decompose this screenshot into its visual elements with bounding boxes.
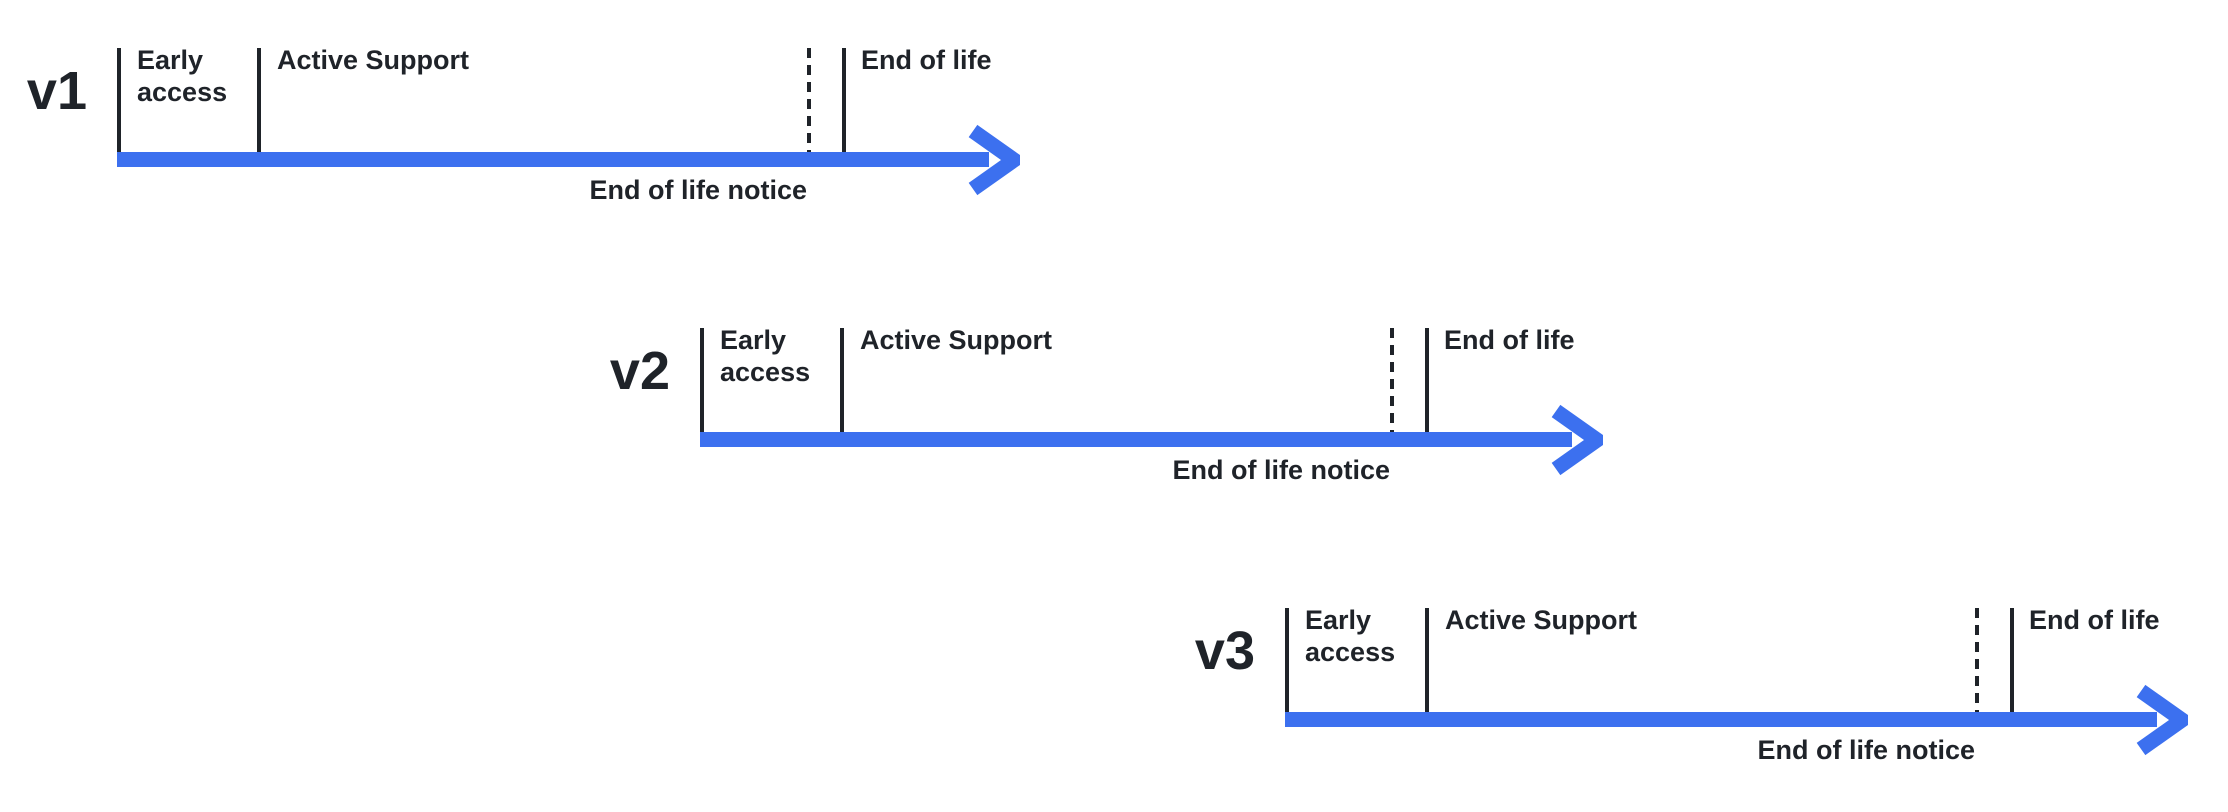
version-label: v2	[609, 341, 670, 401]
end-of-life-notice-label: End of life notice	[1757, 735, 1975, 765]
timeline-arrow-bar	[117, 152, 989, 167]
end-of-life-notice-dashed-tick	[1390, 328, 1394, 432]
end-of-life-tick	[842, 48, 846, 152]
early-access-start-tick	[117, 48, 121, 152]
early-access-start-tick	[1285, 608, 1289, 712]
active-support-label: Active Support	[860, 325, 1053, 355]
early-access-start-tick	[700, 328, 704, 432]
end-of-life-label: End of life	[861, 45, 992, 75]
active-support-label: Active Support	[277, 45, 470, 75]
timeline-arrow-bar	[1285, 712, 2157, 727]
active-support-start-tick	[257, 48, 261, 152]
arrowhead-icon	[968, 124, 1020, 196]
end-of-life-label: End of life	[2029, 605, 2160, 635]
end-of-life-tick	[1425, 328, 1429, 432]
end-of-life-notice-dashed-tick	[807, 48, 811, 152]
timeline-arrow-bar	[700, 432, 1572, 447]
active-support-start-tick	[1425, 608, 1429, 712]
end-of-life-label: End of life	[1444, 325, 1575, 355]
end-of-life-notice-dashed-tick	[1975, 608, 1979, 712]
early-access-label: Early access	[1305, 605, 1396, 667]
early-access-label: Early access	[137, 45, 228, 107]
end-of-life-tick	[2010, 608, 2014, 712]
active-support-start-tick	[840, 328, 844, 432]
arrowhead-icon	[1551, 404, 1603, 476]
arrowhead-icon	[2136, 684, 2188, 756]
end-of-life-notice-label: End of life notice	[589, 175, 807, 205]
version-label: v1	[26, 61, 87, 121]
end-of-life-notice-label: End of life notice	[1172, 455, 1390, 485]
version-label: v3	[1194, 621, 1255, 681]
early-access-label: Early access	[720, 325, 811, 387]
active-support-label: Active Support	[1445, 605, 1638, 635]
